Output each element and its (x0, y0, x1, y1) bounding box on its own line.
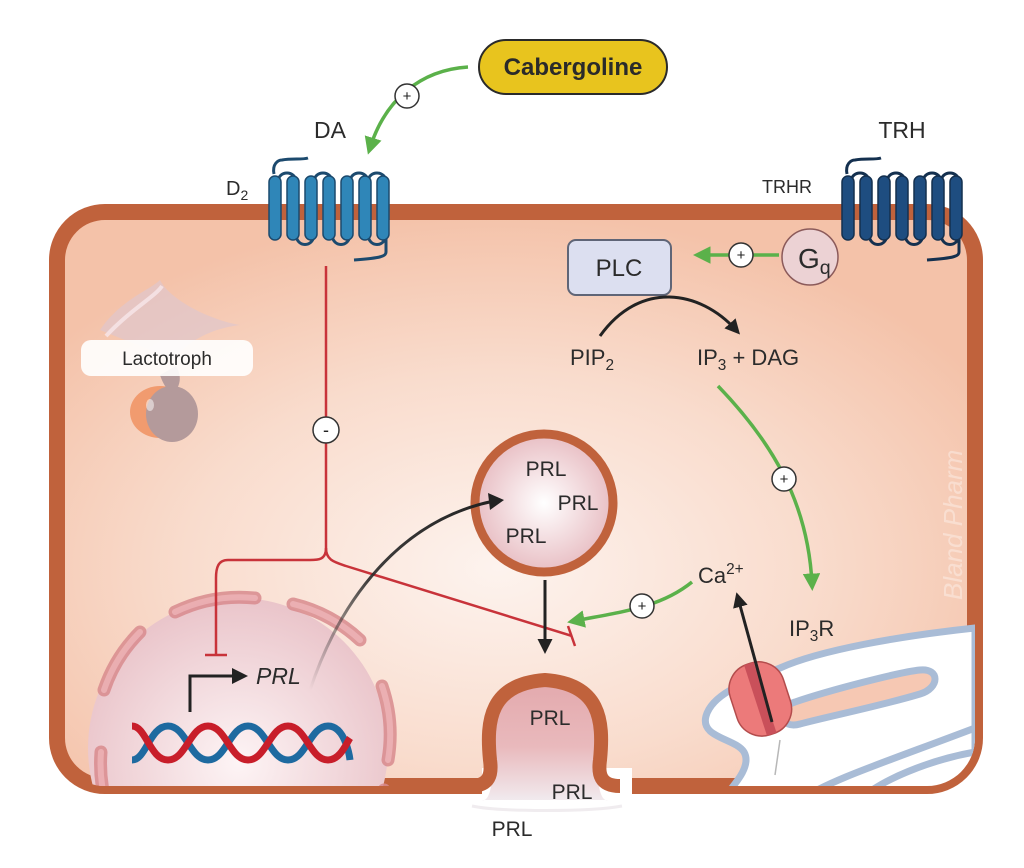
minus-sign-icon: - (312, 416, 340, 444)
svg-text:+: + (737, 247, 746, 264)
trhr-receptor-icon (841, 156, 963, 262)
ip3r-label: IP3R (789, 616, 834, 645)
plus-sign-icon: + (394, 83, 420, 109)
d2-label: D2 (226, 178, 248, 203)
d2-inhibition-pathway (205, 266, 577, 657)
lactotroph-label-box (81, 340, 253, 376)
plc-enzyme-node[interactable]: PLC (567, 239, 672, 296)
lactotroph-icon (81, 280, 253, 442)
cabergoline-label: Cabergoline (504, 54, 643, 81)
dopamine-label: DA (314, 117, 347, 143)
cabergoline-drug-node[interactable]: Cabergoline (478, 39, 668, 95)
svg-text:+: + (780, 471, 789, 488)
ip3-dag-label: IP3 + DAG (697, 345, 799, 374)
gq-protein-node[interactable]: Gq (781, 228, 839, 286)
translation-arrow (308, 499, 495, 691)
plus-sign-icon: + (629, 593, 655, 619)
plus-sign-icon: + (728, 242, 754, 268)
secretory-vesicle (470, 429, 618, 577)
vesicle-prl-label: PRL (558, 492, 599, 515)
channel-pore-line (774, 739, 781, 776)
cabergoline-activation-arrow (364, 65, 469, 155)
secreted-prl-label: PRL (492, 818, 533, 841)
pip2-label: PIP2 (570, 345, 614, 374)
vesicle-prl-label: PRL (506, 525, 547, 548)
vesicle-prl-label: PRL (526, 458, 567, 481)
prl-gene-label: PRL (256, 663, 301, 689)
gq-label: Gq (798, 243, 831, 279)
exocytosis-site (469, 672, 632, 812)
calcium-release-arrow (733, 592, 774, 723)
calcium-label: Ca2+ (698, 561, 744, 588)
watermark: Bland Pharm (938, 450, 968, 600)
nucleus (88, 590, 397, 786)
pip2-hydrolysis-arrow (598, 295, 741, 337)
ip3r-channel (728, 661, 793, 737)
transcription-start-arrow (188, 674, 232, 712)
translation-arrowhead (488, 493, 504, 510)
svg-text:+: + (403, 88, 412, 105)
exocytosis-prl-label: PRL (552, 781, 593, 804)
plc-label: PLC (596, 255, 643, 282)
d2-receptor-icon (268, 156, 390, 262)
trh-label: TRH (878, 117, 925, 143)
exocytosis-prl-label: PRL (530, 707, 571, 730)
dna-helix-icon (131, 722, 354, 764)
svg-text:+: + (638, 598, 647, 615)
transcription-arrowhead (232, 668, 248, 684)
plus-sign-icon: + (771, 466, 797, 492)
trhr-label: TRHR (762, 177, 812, 197)
svg-text:-: - (323, 420, 329, 440)
lactotroph-label: Lactotroph (122, 349, 212, 370)
